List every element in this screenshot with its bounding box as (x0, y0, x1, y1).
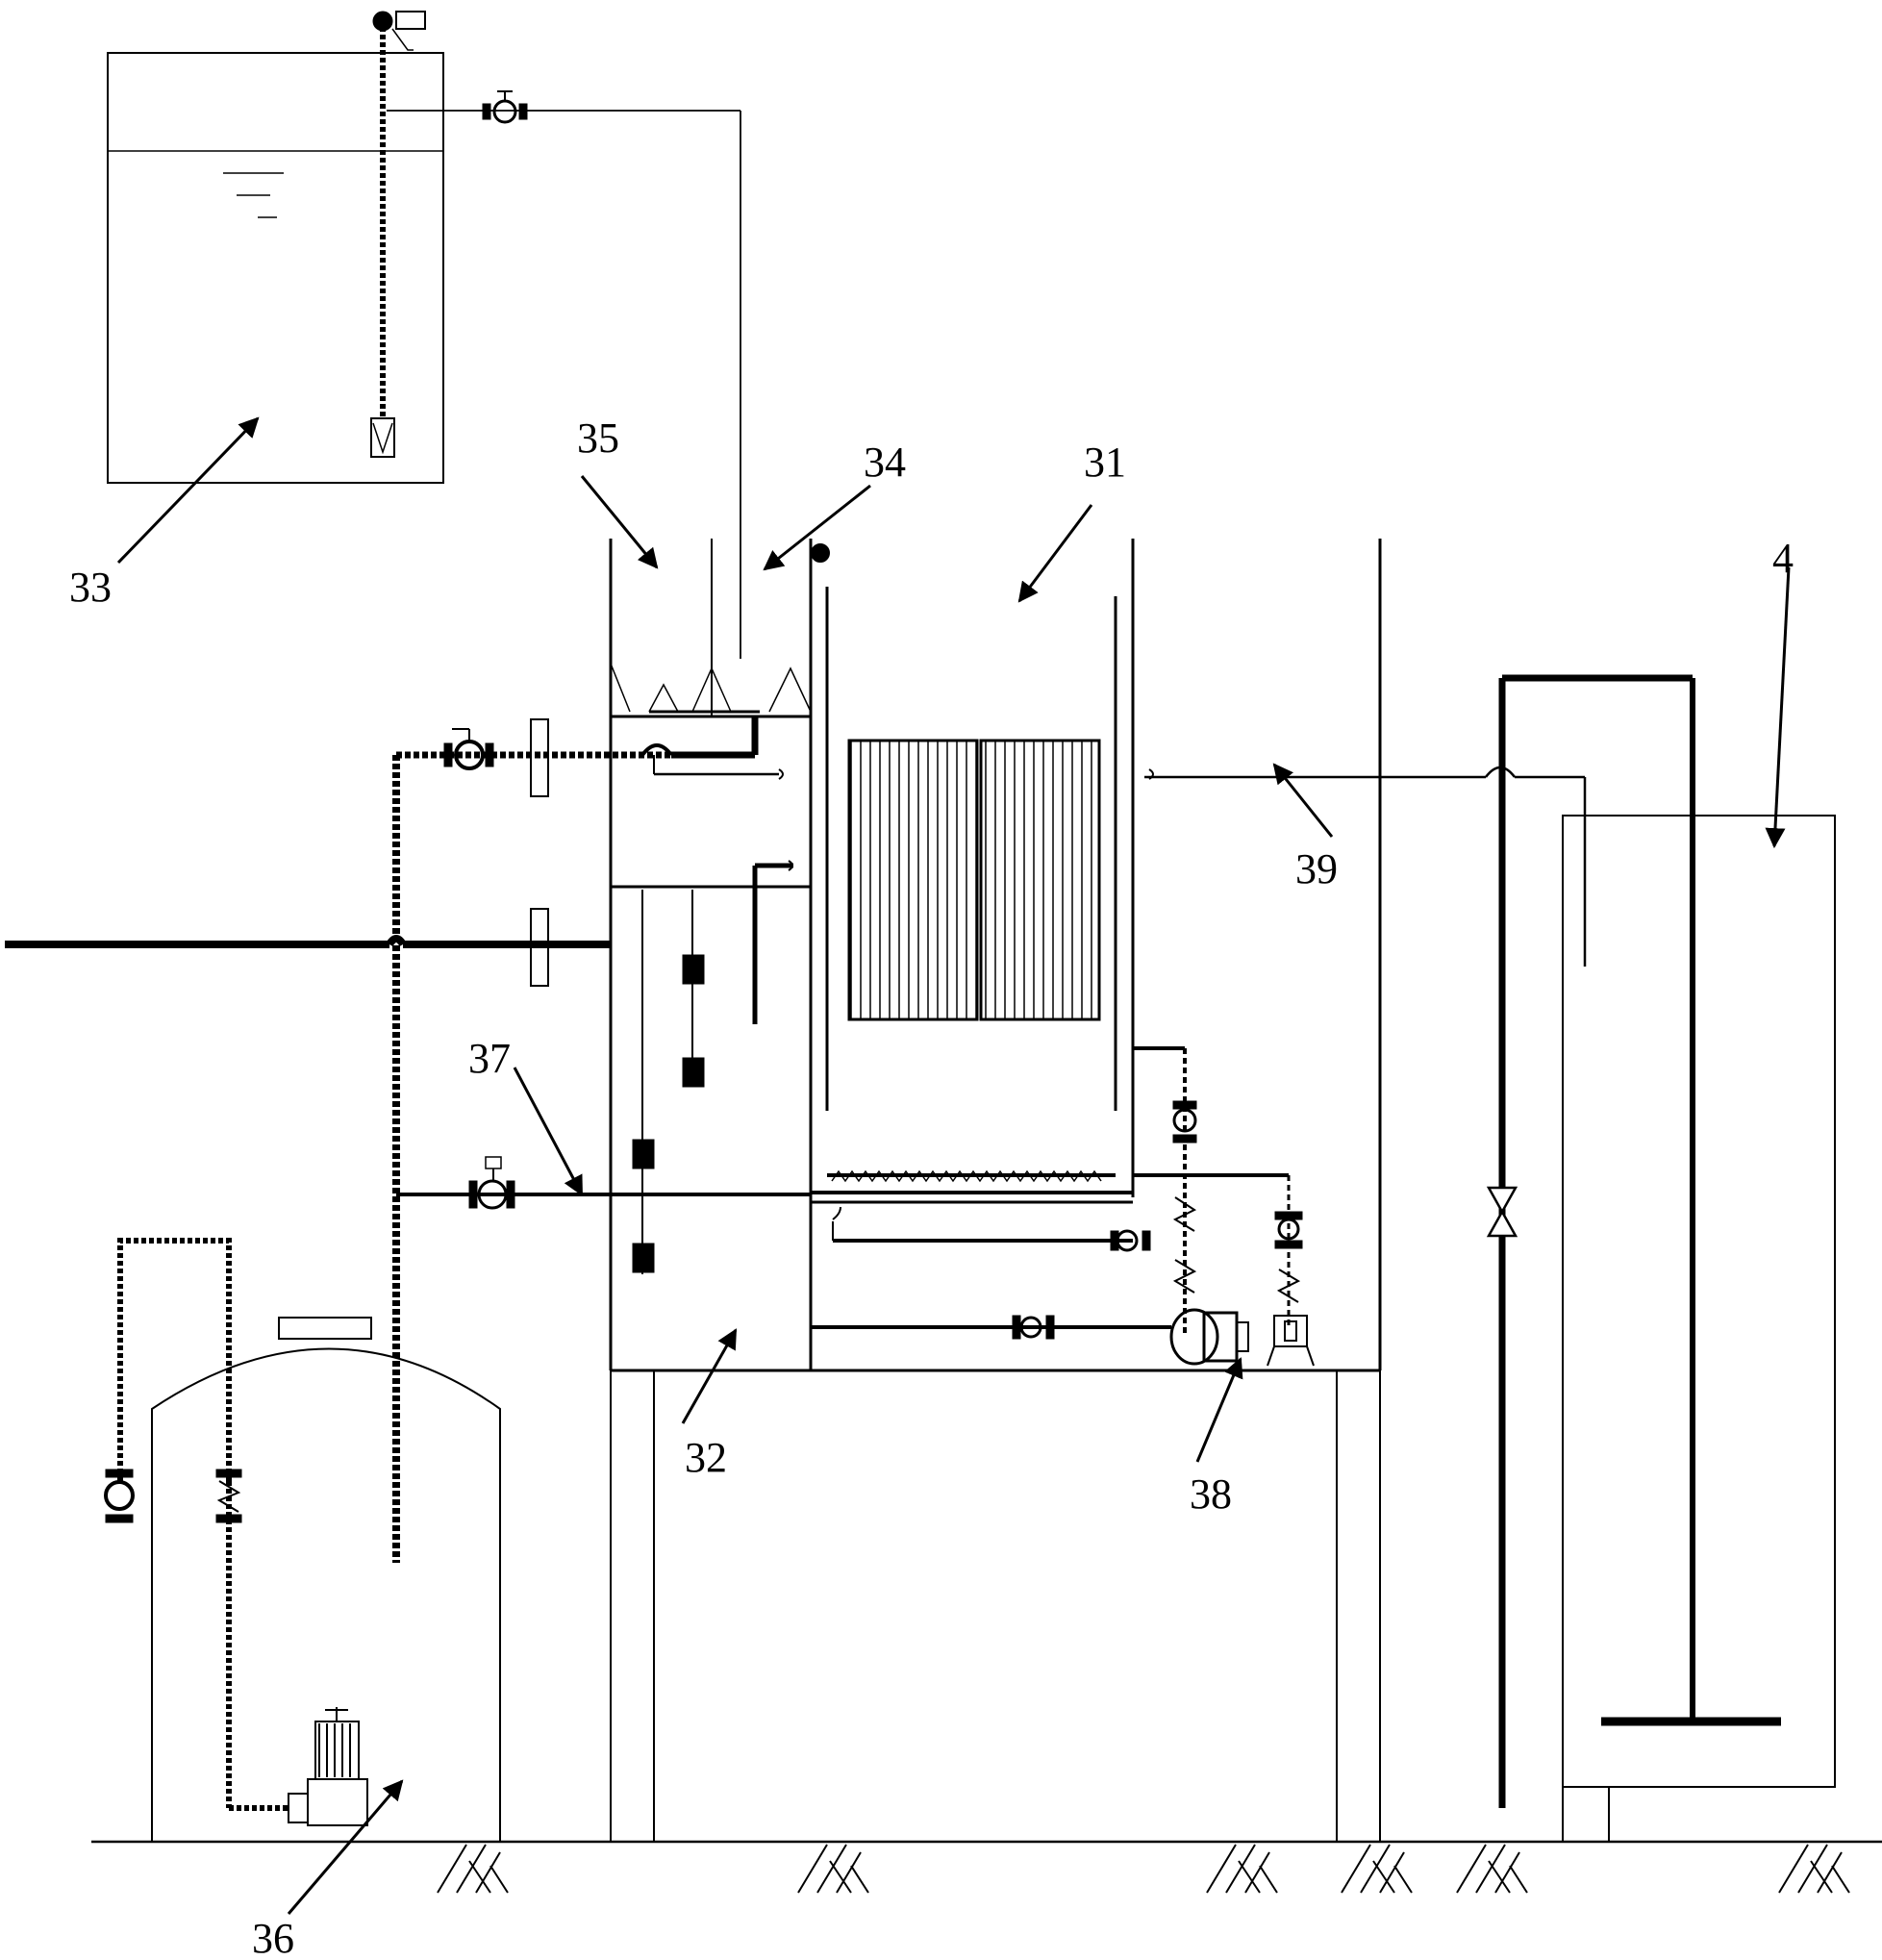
main-unit (609, 539, 1382, 1842)
label-4: 4 (1772, 535, 1794, 582)
label-31: 31 (1084, 439, 1126, 486)
label-36: 36 (252, 1915, 294, 1960)
pumps-38 (811, 1046, 1315, 1367)
label-38: 38 (1190, 1470, 1232, 1518)
arrows (116, 416, 1791, 1915)
label-33: 33 (69, 564, 112, 611)
label-32: 32 (685, 1434, 727, 1481)
level-floats (632, 863, 793, 1274)
reference-labels: 33 35 34 31 4 39 37 32 38 36 (69, 415, 1794, 1960)
label-35: 35 (577, 415, 619, 462)
label-39: 39 (1295, 845, 1338, 892)
tank-4 (1144, 674, 1836, 1842)
piping (5, 716, 1291, 1811)
tank-36 (151, 1317, 501, 1842)
ground (91, 1840, 1882, 1894)
tank-33 (107, 11, 741, 659)
label-37: 37 (468, 1035, 511, 1082)
membrane-module (811, 587, 1133, 1204)
hooks (778, 543, 1154, 1220)
label-34: 34 (864, 439, 906, 486)
